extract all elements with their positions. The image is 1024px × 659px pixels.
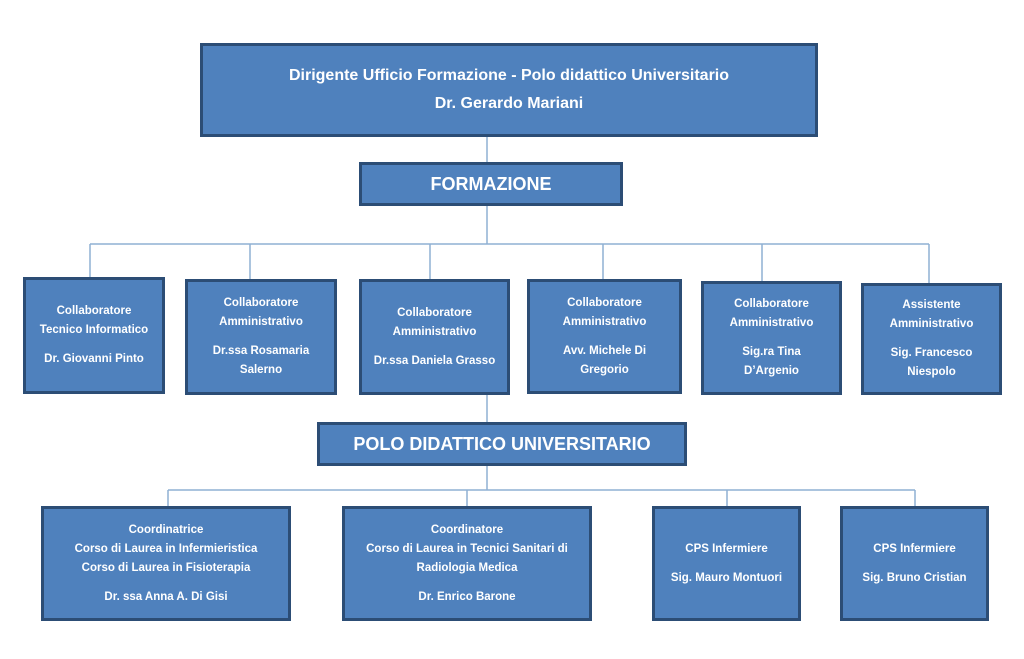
university-name: Sig. Mauro Montuori xyxy=(670,571,783,584)
collaborator-name: Sig.ra Tina xyxy=(742,346,801,358)
university-course: Corso di Laurea in Fisioterapia xyxy=(81,561,251,574)
collaborator-name: D’Argenio xyxy=(744,365,799,377)
university-role: CPS Infermiere xyxy=(685,542,768,555)
collaborator-name: Gregorio xyxy=(580,363,629,376)
collaborator-role: Tecnico Informatico xyxy=(39,324,149,336)
university-course: Radiologia Medica xyxy=(416,561,518,574)
collaborator-name: Dr. Giovanni Pinto xyxy=(44,353,144,365)
collaborator-role: Collaboratore xyxy=(734,298,809,310)
collaborator-box-4: Collaboratore Amministrativo Avv. Michel… xyxy=(527,279,682,394)
collaborator-role: Amministrativo xyxy=(392,325,477,338)
collaborator-name: Dr.ssa Daniela Grasso xyxy=(373,354,496,367)
university-course: Corso di Laurea in Tecnici Sanitari di xyxy=(366,542,568,555)
university-box-3: CPS Infermiere Sig. Mauro Montuori xyxy=(652,506,801,621)
collaborator-box-3: Collaboratore Amministrativo Dr.ssa Dani… xyxy=(359,279,510,395)
collaborator-role: Amministrativo xyxy=(889,318,974,330)
collaborator-role: Collaboratore xyxy=(567,296,642,309)
director-box: Dirigente Ufficio Formazione - Polo dida… xyxy=(200,43,818,137)
collaborator-role: Collaboratore xyxy=(223,297,299,309)
collaborator-box-2: Collaboratore Amministrativo Dr.ssa Rosa… xyxy=(185,279,337,395)
collaborator-name: Avv. Michele Di xyxy=(562,344,647,357)
collaborator-box-1: Collaboratore Tecnico Informatico Dr. Gi… xyxy=(23,277,165,394)
collaborator-role: Assistente xyxy=(902,299,961,311)
collaborator-role: Collaboratore xyxy=(397,306,472,319)
collaborator-name: Dr.ssa Rosamaria xyxy=(212,345,310,357)
collaborator-role: Amministrativo xyxy=(562,315,647,328)
university-box-4: CPS Infermiere Sig. Bruno Cristian xyxy=(840,506,989,621)
university-box-2: Coordinatore Corso di Laurea in Tecnici … xyxy=(342,506,592,621)
collaborator-box-6: Assistente Amministrativo Sig. Francesco… xyxy=(861,283,1002,395)
university-name: Dr. ssa Anna A. Di Gisi xyxy=(104,590,228,603)
collaborator-name: Sig. Francesco xyxy=(890,347,973,359)
director-name: Dr. Gerardo Mariani xyxy=(434,95,584,112)
collaborator-name: Niespolo xyxy=(907,366,956,378)
university-role: Coordinatrice xyxy=(128,523,204,536)
university-role: Coordinatore xyxy=(430,523,504,536)
collaborator-role: Amministrativo xyxy=(729,317,814,329)
polo-box: POLO DIDATTICO UNIVERSITARIO xyxy=(317,422,687,466)
collaborator-role: Amministrativo xyxy=(219,316,303,328)
collaborator-name: Salerno xyxy=(239,364,283,376)
collaborator-role: Collaboratore xyxy=(56,305,132,317)
formazione-box: FORMAZIONE xyxy=(359,162,623,206)
university-box-1: Coordinatrice Corso di Laurea in Infermi… xyxy=(41,506,291,621)
university-name: Dr. Enrico Barone xyxy=(418,590,516,603)
university-name: Sig. Bruno Cristian xyxy=(862,571,967,584)
collaborator-box-5: Collaboratore Amministrativo Sig.ra Tina… xyxy=(701,281,842,395)
director-title: Dirigente Ufficio Formazione - Polo dida… xyxy=(288,67,730,84)
polo-label: POLO DIDATTICO UNIVERSITARIO xyxy=(353,433,651,454)
university-course: Corso di Laurea in Infermieristica xyxy=(74,542,258,555)
formazione-label: FORMAZIONE xyxy=(430,173,552,194)
university-role: CPS Infermiere xyxy=(873,542,956,555)
